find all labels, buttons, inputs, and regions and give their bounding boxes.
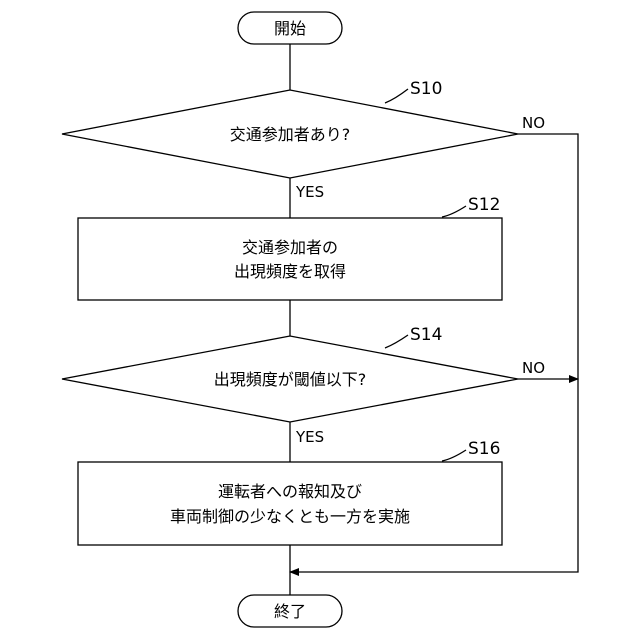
step-leader-s12 — [442, 206, 466, 217]
yes-label-s14: YES — [295, 428, 324, 446]
step-label-s12: S12 — [468, 195, 500, 215]
no-label-s10: NO — [522, 114, 545, 132]
process-s12-line2: 出現頻度を取得 — [234, 262, 346, 281]
step-label-s16: S16 — [468, 439, 500, 459]
process-s16-line2: 車両制御の少なくとも一方を実施 — [170, 507, 410, 526]
process-s12 — [78, 218, 502, 300]
step-label-s14: S14 — [410, 325, 442, 345]
process-s16 — [78, 462, 502, 545]
step-label-s10: S10 — [410, 79, 442, 99]
yes-label-s10: YES — [295, 183, 324, 201]
step-leader-s14 — [385, 335, 408, 348]
decision-s10-text: 交通参加者あり? — [230, 125, 351, 144]
decision-s14-text: 出現頻度が閾値以下? — [214, 370, 367, 389]
no-label-s14: NO — [522, 359, 545, 377]
process-s16-line1: 運転者への報知及び — [218, 482, 362, 501]
end-label: 終了 — [274, 602, 306, 621]
step-leader-s10 — [385, 89, 408, 103]
step-leader-s16 — [442, 450, 466, 461]
process-s12-line1: 交通参加者の — [242, 238, 338, 257]
start-label: 開始 — [274, 19, 306, 38]
